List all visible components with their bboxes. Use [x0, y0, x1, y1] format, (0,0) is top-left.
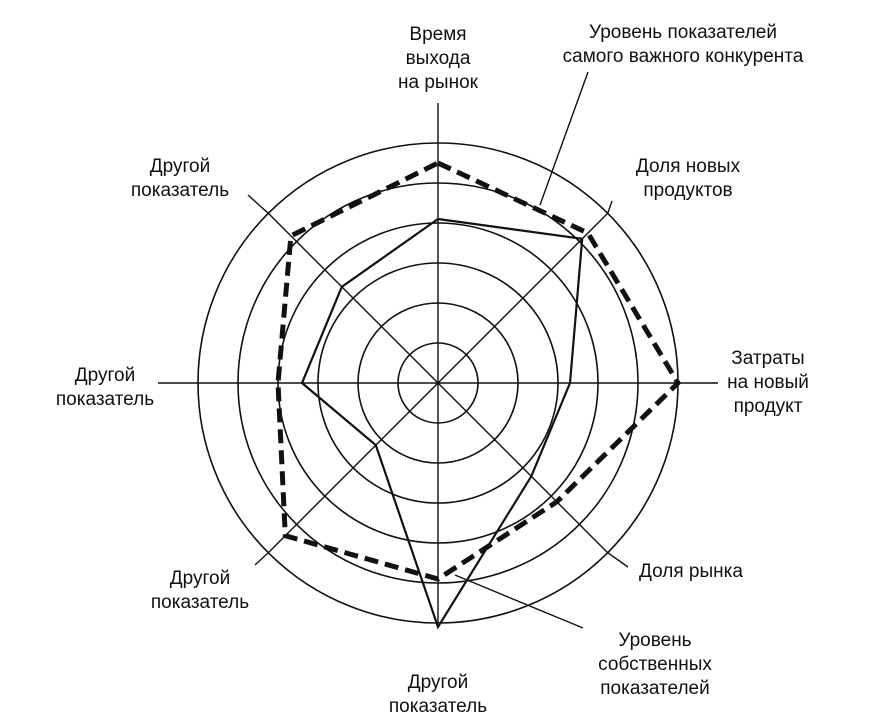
series-label-competitor: Уровень показателей самого важного конкур…: [563, 22, 804, 67]
leader-line-competitor: [539, 71, 589, 206]
label-leader-lines: [454, 71, 589, 629]
axis-spoke-top-left: [267, 212, 439, 384]
axis-label-top-line-1: Время: [409, 24, 466, 45]
axis-label-bottom-left: Другой показатель: [151, 568, 249, 613]
axis-spoke-bottom-right: [437, 382, 609, 554]
axis-label-bottom-left-line-1: Другой: [170, 568, 230, 589]
series-label-own: Уровень собственных показателей: [598, 630, 712, 699]
axis-spoke-extension-top-left: [247, 194, 269, 214]
series-label-competitor-line-1: Уровень показателей: [589, 22, 777, 43]
axis-label-top-left: Другой показатель: [131, 156, 229, 201]
axis-label-top: Время выхода на рынок: [398, 24, 479, 93]
axis-label-right-line-2: на новый: [727, 372, 809, 393]
radar-spokes: [158, 103, 718, 623]
series-label-own-line-2: собственных: [598, 654, 712, 675]
axis-label-top-line-3: на рынок: [398, 72, 479, 93]
axis-label-top-left-line-1: Другой: [150, 156, 210, 177]
axis-spoke-top-right: [437, 212, 609, 384]
axis-label-right-line-1: Затраты: [731, 348, 804, 369]
axis-label-bottom-line-2: показатель: [389, 696, 487, 717]
axis-label-top-right-line-1: Доля новых: [636, 156, 741, 177]
axis-label-left-line-2: показатель: [56, 389, 154, 410]
axis-label-right: Затраты на новый продукт: [727, 348, 809, 417]
series-label-competitor-line-2: самого важного конкурента: [563, 46, 804, 67]
axis-label-bottom-left-line-2: показатель: [151, 592, 249, 613]
axis-label-left: Другой показатель: [56, 365, 154, 410]
radar-series: [275, 160, 682, 630]
axis-label-bottom-line-1: Другой: [408, 672, 468, 693]
axis-spoke-bottom-left: [267, 382, 439, 554]
leader-line-own: [454, 574, 584, 629]
axis-label-bottom: Другой показатель: [389, 672, 487, 717]
axis-label-top-line-2: выхода: [406, 48, 471, 69]
axis-spoke-extension-top-right: [607, 200, 613, 214]
axis-label-bottom-right: Доля рынка: [639, 561, 743, 582]
axis-label-right-line-3: продукт: [734, 396, 803, 417]
series-label-own-line-3: показателей: [600, 678, 710, 699]
axis-label-top-left-line-2: показатель: [131, 180, 229, 201]
axis-label-left-line-1: Другой: [75, 365, 135, 386]
axis-label-top-right: Доля новых продуктов: [636, 156, 741, 201]
axis-spoke-extension-bottom-right: [607, 552, 629, 568]
series-label-own-line-1: Уровень: [618, 630, 691, 651]
axis-spoke-extension-bottom-left: [254, 552, 269, 566]
axis-label-bottom-right-line-1: Доля рынка: [639, 561, 743, 582]
axis-label-top-right-line-2: продуктов: [643, 180, 732, 201]
